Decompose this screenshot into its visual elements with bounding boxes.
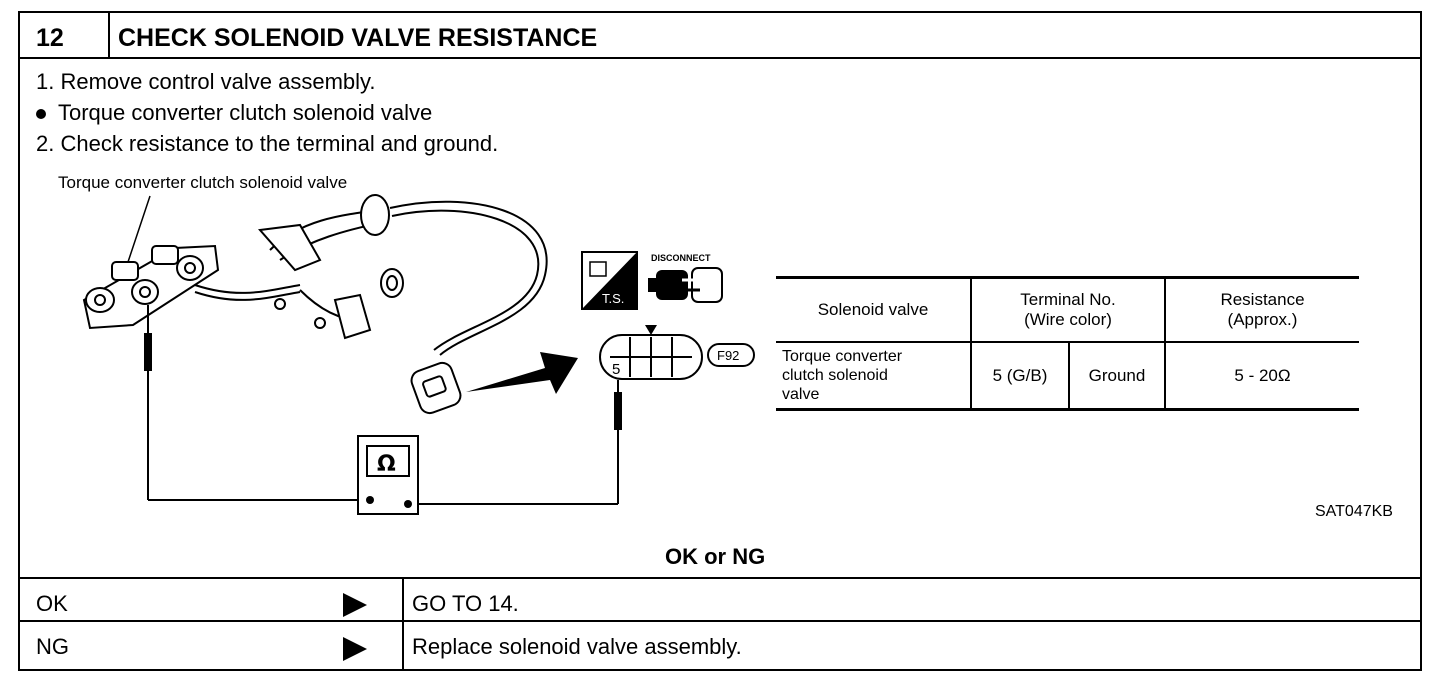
procedure-frame: 12 CHECK SOLENOID VALVE RESISTANCE 1. Re… bbox=[18, 11, 1422, 671]
resistance-table: Solenoid valve Terminal No. (Wire color)… bbox=[776, 276, 1359, 411]
ok-ng-label: OK or NG bbox=[665, 544, 766, 569]
result-rule-mid bbox=[20, 620, 1420, 622]
bullet-text: Torque converter clutch solenoid valve bbox=[58, 100, 433, 125]
result-ng-action: Replace solenoid valve assembly. bbox=[412, 634, 742, 659]
table-cell-terminal: 5 (G/B) bbox=[992, 365, 1048, 385]
table-col-divider bbox=[1068, 342, 1070, 408]
table-cell-resistance: 5 - 20Ω bbox=[1234, 365, 1291, 385]
result-ok-action: GO TO 14. bbox=[412, 591, 519, 616]
table-header: Solenoid valve bbox=[817, 300, 929, 319]
result-ok-status: OK bbox=[36, 591, 68, 616]
table-col-divider bbox=[1164, 279, 1166, 408]
table-header: Resistance (Approx.) bbox=[1220, 290, 1305, 329]
table-col-divider bbox=[970, 279, 972, 408]
header-divider bbox=[108, 13, 110, 57]
result-rule-top bbox=[20, 577, 1420, 579]
instruction-bullet: Torque converter clutch solenoid valve bbox=[36, 100, 432, 126]
arrow-right-icon bbox=[343, 593, 367, 617]
arrow-right-icon bbox=[343, 637, 367, 661]
instruction-1: 1. Remove control valve assembly. bbox=[36, 69, 376, 94]
table-header: Terminal No. (Wire color) bbox=[1020, 290, 1116, 329]
table-cell-valve: Torque converter clutch solenoid valve bbox=[782, 348, 903, 403]
table-cell-ground: Ground bbox=[1088, 365, 1146, 385]
bullet-icon bbox=[36, 109, 46, 120]
figure-callout: Torque converter clutch solenoid valve bbox=[58, 173, 348, 192]
table-rule-top bbox=[776, 276, 1359, 279]
step-number: 12 bbox=[36, 24, 64, 52]
result-divider bbox=[402, 577, 404, 671]
result-ng-status: NG bbox=[36, 634, 69, 659]
figure-code: SAT047KB bbox=[1315, 503, 1393, 520]
header-rule bbox=[20, 57, 1420, 59]
step-title: CHECK SOLENOID VALVE RESISTANCE bbox=[118, 24, 598, 52]
table-rule-bottom bbox=[776, 408, 1359, 411]
table-rule-mid bbox=[776, 341, 1359, 343]
instruction-2: 2. Check resistance to the terminal and … bbox=[36, 131, 499, 156]
